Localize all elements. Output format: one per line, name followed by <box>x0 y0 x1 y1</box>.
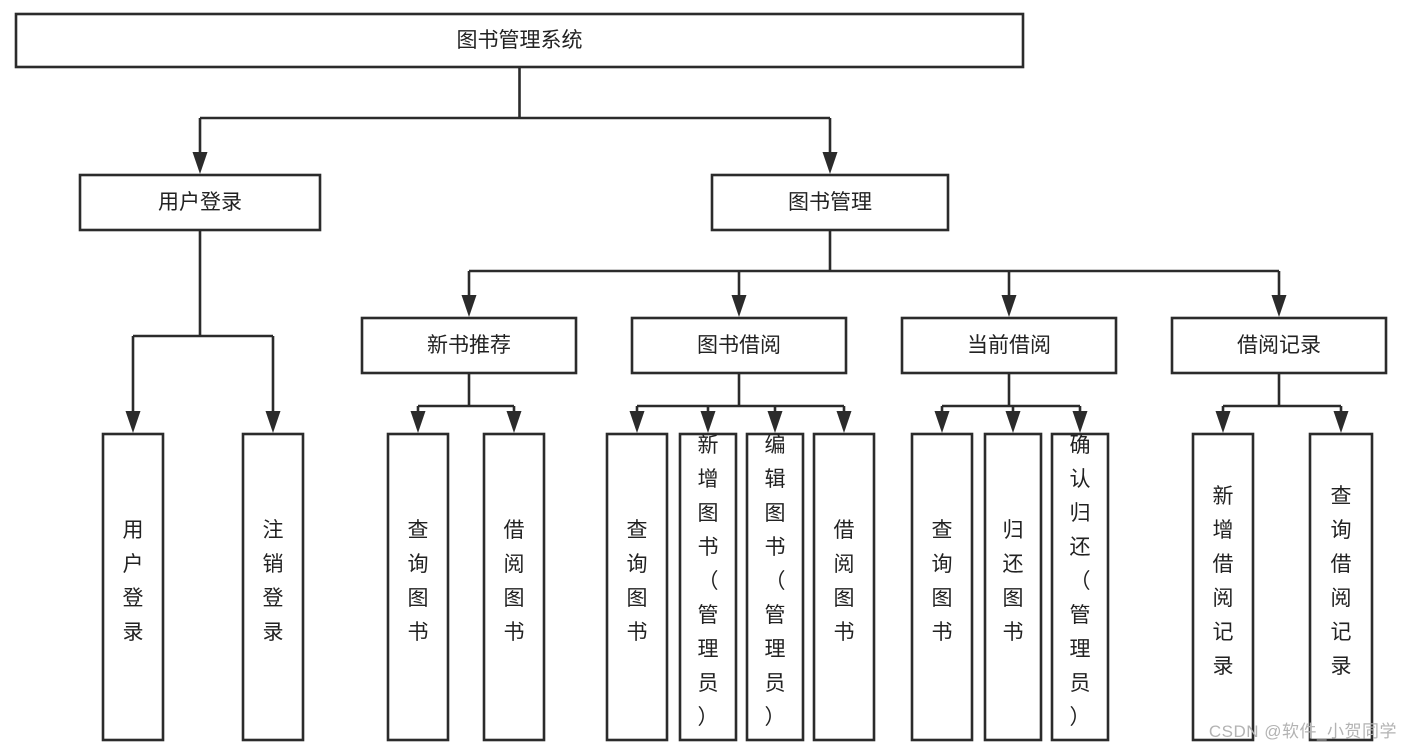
node-leaf-confirm-return-admin[interactable]: 确认归还（管理员） <box>1050 432 1110 742</box>
book-management-to-level3-arrow-head-icon <box>461 295 477 317</box>
node-label-leaf-query-book-borrow: 查询图书 <box>627 519 648 644</box>
node-book-borrow[interactable]: 图书借阅 <box>630 316 848 375</box>
node-box-leaf-confirm-return-admin <box>1050 432 1110 742</box>
node-label-leaf-borrow-book-recommend: 借阅图书 <box>504 519 525 644</box>
book-borrow-to-leaves-arrow-head-icon <box>836 411 852 433</box>
node-box-book-borrow <box>630 316 848 375</box>
node-leaf-return-book[interactable]: 归还图书 <box>983 432 1043 742</box>
node-leaf-logout[interactable]: 注销登录 <box>241 432 305 742</box>
node-leaf-user-login[interactable]: 用户登录 <box>101 432 165 742</box>
node-label-leaf-return-book: 归还图书 <box>1003 519 1024 644</box>
node-box-leaf-add-borrow-record <box>1191 432 1255 742</box>
root-to-level2-arrow-head-icon <box>822 152 838 174</box>
node-box-leaf-query-book-borrow <box>605 432 669 742</box>
current-borrow-to-leaves-arrow-head-icon <box>1072 411 1088 433</box>
node-box-leaf-user-login <box>101 432 165 742</box>
node-leaf-query-book-recommend[interactable]: 查询图书 <box>386 432 450 742</box>
node-user-login[interactable]: 用户登录 <box>78 173 322 232</box>
node-leaf-query-borrow-record[interactable]: 查询借阅记录 <box>1308 432 1374 742</box>
csdn-watermark: CSDN @软件_小贺同学 <box>1208 722 1397 741</box>
borrow-record-to-leaves-arrow-head-icon <box>1215 411 1231 433</box>
borrow-record-to-leaves-arrow-head-icon <box>1333 411 1349 433</box>
node-box-leaf-borrow-book <box>812 432 876 742</box>
user-login-to-leaves-arrow-head-icon <box>125 411 141 433</box>
node-box-root <box>14 12 1025 69</box>
node-leaf-query-book-borrow[interactable]: 查询图书 <box>605 432 669 742</box>
node-label-root: 图书管理系统 <box>457 29 583 52</box>
node-leaf-add-borrow-record[interactable]: 新增借阅记录 <box>1191 432 1255 742</box>
node-label-leaf-borrow-book: 借阅图书 <box>834 519 855 644</box>
node-box-current-borrow <box>900 316 1118 375</box>
node-label-leaf-confirm-return-admin: 确认归还（管理员） <box>1070 434 1091 729</box>
node-box-leaf-query-borrow-record <box>1308 432 1374 742</box>
node-label-leaf-edit-book-admin: 编辑图书（管理员） <box>765 434 786 729</box>
user-login-to-leaves-arrow-head-icon <box>265 411 281 433</box>
current-borrow-to-leaves-arrow-head-icon <box>1005 411 1021 433</box>
node-label-borrow-record: 借阅记录 <box>1237 334 1321 357</box>
node-box-book-management <box>710 173 950 232</box>
node-label-leaf-add-book-admin: 新增图书（管理员） <box>698 434 719 729</box>
book-borrow-to-leaves-arrow-head-icon <box>700 411 716 433</box>
node-new-book-recommend[interactable]: 新书推荐 <box>360 316 578 375</box>
node-label-book-borrow: 图书借阅 <box>697 334 781 357</box>
node-leaf-edit-book-admin[interactable]: 编辑图书（管理员） <box>745 432 805 742</box>
node-label-current-borrow: 当前借阅 <box>967 334 1051 357</box>
node-label-leaf-logout: 注销登录 <box>263 519 284 644</box>
node-box-leaf-return-book <box>983 432 1043 742</box>
node-borrow-record[interactable]: 借阅记录 <box>1170 316 1388 375</box>
book-management-to-level3-arrow-head-icon <box>1001 295 1017 317</box>
node-box-leaf-add-book-admin <box>678 432 738 742</box>
node-label-leaf-user-login: 用户登录 <box>123 519 144 644</box>
book-management-to-level3-arrow-head-icon <box>1271 295 1287 317</box>
current-borrow-to-leaves-arrow-head-icon <box>934 411 950 433</box>
node-label-user-login: 用户登录 <box>158 191 242 214</box>
node-leaf-query-book-current[interactable]: 查询图书 <box>910 432 974 742</box>
node-box-leaf-query-book-current <box>910 432 974 742</box>
book-borrow-to-leaves-arrow-head-icon <box>767 411 783 433</box>
node-label-book-management: 图书管理 <box>788 191 872 214</box>
node-label-new-book-recommend: 新书推荐 <box>427 334 511 357</box>
node-box-leaf-query-book-recommend <box>386 432 450 742</box>
node-label-leaf-query-book-recommend: 查询图书 <box>408 519 429 644</box>
node-box-borrow-record <box>1170 316 1388 375</box>
root-to-level2-arrow-head-icon <box>192 152 208 174</box>
node-current-borrow[interactable]: 当前借阅 <box>900 316 1118 375</box>
node-root[interactable]: 图书管理系统 <box>14 12 1025 69</box>
connectors-layer <box>125 67 1349 433</box>
nodes-layer: 图书管理系统用户登录图书管理新书推荐图书借阅当前借阅借阅记录用户登录注销登录查询… <box>14 12 1388 742</box>
node-box-leaf-logout <box>241 432 305 742</box>
new-book-recommend-to-leaves-arrow-head-icon <box>410 411 426 433</box>
node-leaf-borrow-book[interactable]: 借阅图书 <box>812 432 876 742</box>
node-label-leaf-query-borrow-record: 查询借阅记录 <box>1331 485 1352 678</box>
node-leaf-add-book-admin[interactable]: 新增图书（管理员） <box>678 432 738 742</box>
node-label-leaf-add-borrow-record: 新增借阅记录 <box>1213 485 1234 678</box>
node-book-management[interactable]: 图书管理 <box>710 173 950 232</box>
node-box-leaf-borrow-book-recommend <box>482 432 546 742</box>
book-borrow-to-leaves-arrow-head-icon <box>629 411 645 433</box>
node-box-user-login <box>78 173 322 232</box>
node-leaf-borrow-book-recommend[interactable]: 借阅图书 <box>482 432 546 742</box>
book-management-to-level3-arrow-head-icon <box>731 295 747 317</box>
node-label-leaf-query-book-current: 查询图书 <box>932 519 953 644</box>
node-box-new-book-recommend <box>360 316 578 375</box>
new-book-recommend-to-leaves-arrow-head-icon <box>506 411 522 433</box>
node-box-leaf-edit-book-admin <box>745 432 805 742</box>
